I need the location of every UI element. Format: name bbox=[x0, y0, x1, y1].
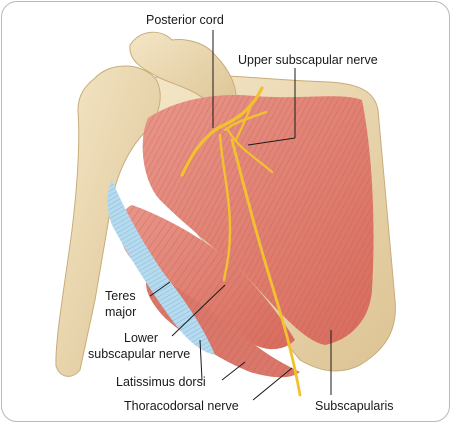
label-teres-major-line1: Teres bbox=[105, 289, 136, 303]
label-teres-major-line2: major bbox=[105, 305, 136, 319]
thoracodorsal-leader bbox=[252, 367, 293, 401]
upper-subscapular-nerve-branch bbox=[223, 110, 268, 132]
upper-subscapular-nerve-branch-3 bbox=[226, 128, 274, 174]
label-thoracodorsal-nerve: Thoracodorsal nerve bbox=[124, 399, 239, 413]
label-subscapularis: Subscapularis bbox=[315, 399, 394, 413]
leader-lines bbox=[149, 30, 332, 401]
upper-subscapular-nerve-branch-2 bbox=[234, 100, 254, 142]
upper-subscapular-leader-h bbox=[247, 137, 296, 146]
latissimus-dorsi-fibers bbox=[145, 270, 300, 378]
lower-subscapular-leader bbox=[171, 284, 226, 337]
label-latissimus-dorsi: Latissimus dorsi bbox=[116, 375, 206, 389]
humerus-bone bbox=[55, 65, 161, 377]
nerves bbox=[180, 86, 302, 397]
subscapularis-fibers bbox=[142, 94, 374, 345]
label-lower-subscapular-line2: subscapular nerve bbox=[88, 347, 190, 361]
label-posterior-cord: Posterior cord bbox=[146, 13, 224, 27]
teres-major-leader bbox=[149, 281, 171, 297]
label-upper-subscapular-nerve: Upper subscapular nerve bbox=[238, 53, 378, 67]
latissimus-leader-b bbox=[221, 361, 246, 381]
thoracodorsal-nerve bbox=[230, 138, 302, 397]
teres-major-fibers bbox=[119, 205, 295, 350]
latissimus-leader-a bbox=[199, 339, 203, 381]
lower-subscapular-nerve bbox=[218, 133, 232, 282]
label-lower-subscapular-line1: Lower bbox=[124, 331, 158, 345]
tendon-fibers bbox=[107, 180, 215, 355]
